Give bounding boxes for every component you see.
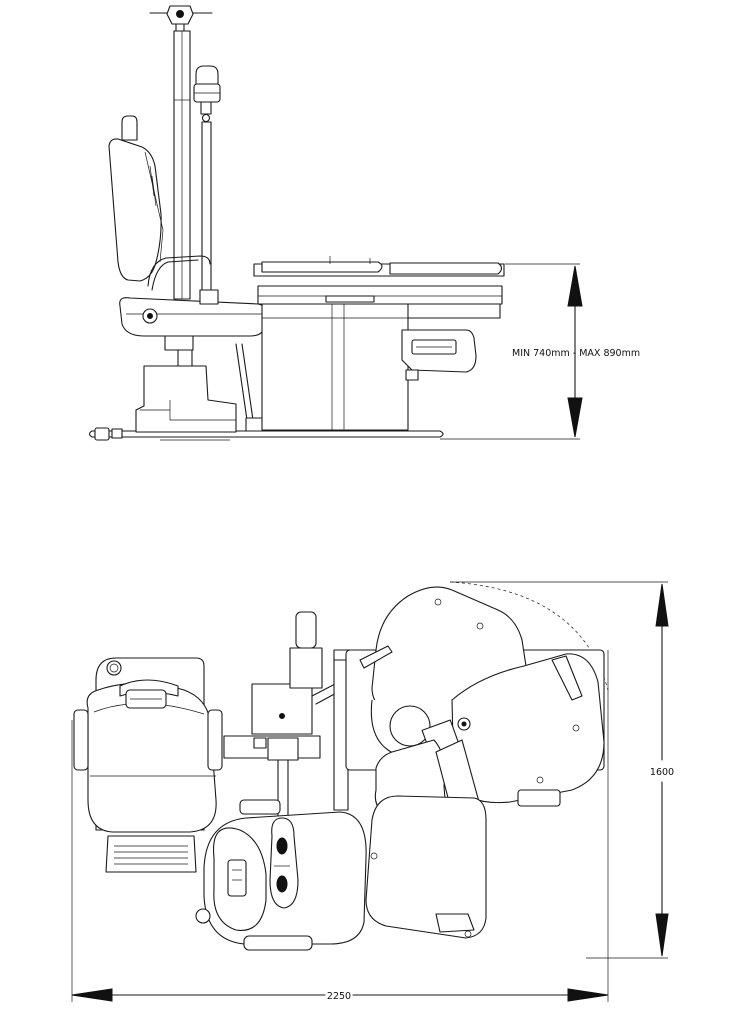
floor-base-plate xyxy=(88,427,444,441)
depth-dimension: 1600 xyxy=(650,583,674,957)
chair-plan-left xyxy=(73,657,223,873)
depth-dimension-label: 1600 xyxy=(650,767,674,778)
examination-chair xyxy=(108,115,308,433)
instrument-arm-units xyxy=(345,586,605,939)
phoropter-pole xyxy=(193,65,221,301)
central-mast xyxy=(223,611,365,827)
chair-plan-lower xyxy=(195,799,367,951)
instrument-table xyxy=(253,256,505,431)
top-view: 2250 1600 xyxy=(71,581,674,1002)
height-dimension-label: MIN 740mm - MAX 890mm xyxy=(512,348,640,359)
side-view: MIN 740mm - MAX 890mm xyxy=(88,5,640,441)
height-dimension: MIN 740mm - MAX 890mm xyxy=(440,263,640,440)
width-dimension: 2250 xyxy=(71,988,609,1002)
instrument-column xyxy=(149,5,213,300)
width-dimension-label: 2250 xyxy=(327,991,351,1002)
